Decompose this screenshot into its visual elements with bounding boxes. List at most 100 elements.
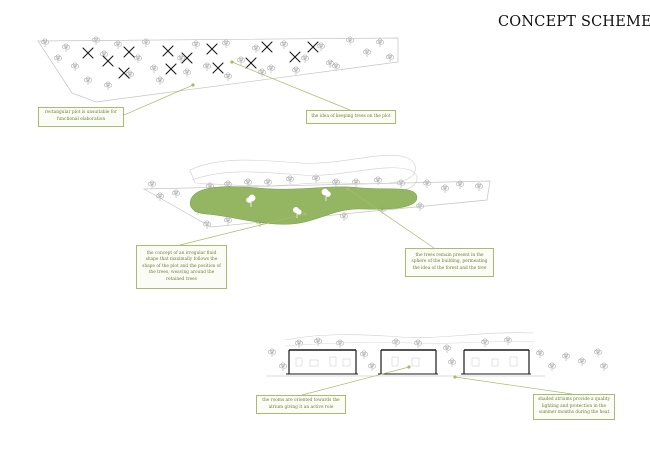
leader-lines [123, 60, 573, 396]
annotation-trees-remain: the trees remain present in the sphere o… [405, 248, 494, 277]
tree-icon [475, 182, 483, 191]
tree-icon [148, 180, 156, 189]
cross-icon [102, 55, 114, 67]
plot-2-trees [148, 174, 483, 229]
page-title: CONCEPT SCHEME [498, 14, 650, 30]
annotation-keeping-trees: the idea of keeping trees on the plot [306, 110, 396, 124]
annotation-text: shaded atriums provide a quality lightin… [538, 397, 610, 416]
cross-icon [118, 67, 130, 79]
annotation-rooms-oriented: the rooms are oriented towards the atriu… [256, 395, 346, 414]
tree-icon [222, 39, 230, 48]
tree-icon [295, 339, 303, 348]
tree-icon [92, 36, 100, 45]
plot-1-outline [37, 37, 399, 103]
tree-icon [536, 349, 544, 358]
annotation-fluid-shape: the concept of an irregular fluid shape … [136, 245, 227, 289]
tree-icon [548, 362, 556, 371]
tree-icon [150, 64, 158, 73]
tree-icon [244, 178, 252, 187]
tree-icon [332, 62, 340, 71]
tree-icon [104, 81, 112, 90]
tree-icon [134, 54, 142, 63]
tree-icon [84, 76, 92, 85]
tree-icon [41, 38, 49, 47]
tree-icon [368, 362, 376, 371]
tree-icon [594, 348, 602, 357]
tree-icon [62, 43, 70, 52]
tree-icon [258, 68, 266, 77]
plot-1-trees [41, 36, 394, 90]
annotation-text: the rooms are oriented towards the atriu… [262, 397, 340, 410]
tree-icon [414, 339, 422, 348]
tree-icon [336, 339, 344, 348]
section-roof-curve [284, 332, 534, 341]
tree-icon [114, 40, 122, 49]
annotation-rectangular-plot: rectangular plot is unsuitable for funct… [38, 107, 124, 127]
tree-icon [280, 40, 288, 49]
tree-icon [224, 72, 232, 81]
tree-icon [237, 56, 245, 65]
tree-icon [312, 174, 320, 183]
tree-icon [192, 40, 200, 49]
tree-icon [54, 54, 62, 63]
tree-icon [126, 70, 134, 79]
cross-icon [165, 63, 177, 75]
tree-icon [600, 362, 608, 371]
tree-icon [203, 62, 211, 71]
tree-icon [177, 54, 185, 63]
tree-icon [578, 357, 586, 366]
cross-icon [82, 47, 94, 59]
tree-icon [156, 76, 164, 85]
tree-icon [386, 53, 394, 62]
annotation-text: rectangular plot is unsuitable for funct… [44, 110, 118, 122]
retained-trees-in-shape [246, 188, 331, 218]
tree-icon [172, 189, 180, 198]
section-roof-curve-2 [284, 341, 536, 347]
cross-icon [212, 62, 224, 74]
annotation-text: the idea of keeping trees on the plot [311, 113, 391, 119]
tree-icon [268, 348, 276, 357]
section-drawing [266, 349, 545, 377]
tree-icon [71, 62, 79, 71]
cross-icon [123, 46, 135, 58]
tree-icon [252, 44, 260, 53]
tree-icon [423, 179, 431, 188]
fluid-shape [190, 186, 418, 225]
tree-icon [363, 48, 371, 57]
tree-icon [441, 184, 449, 193]
tree-icon [292, 66, 300, 75]
tree-icon [314, 337, 322, 346]
tree-icon [224, 216, 232, 225]
section-interior-details [295, 356, 518, 367]
tree-icon [448, 358, 456, 367]
tree-icon [279, 362, 287, 371]
tree-icon [317, 42, 325, 51]
cross-icon [261, 41, 273, 53]
building-outline-upper [189, 154, 416, 187]
building-outline-mid [191, 167, 418, 191]
tree-icon [267, 64, 275, 73]
tree-icon [443, 344, 451, 353]
tree-icon [504, 336, 512, 345]
tree-icon [562, 352, 570, 361]
tree-icon [376, 38, 384, 47]
tree-icon [301, 54, 309, 63]
tree-icon [352, 178, 360, 187]
removed-trees-crosses [82, 41, 319, 79]
tree-icon [326, 59, 334, 68]
tree-icon [286, 175, 294, 184]
cross-icon [245, 57, 257, 69]
annotation-shaded-atriums: shaded atriums provide a quality lightin… [533, 394, 615, 420]
tree-icon [392, 338, 400, 347]
tree-icon [481, 338, 489, 347]
tree-icon [183, 68, 191, 77]
tree-icon [360, 350, 368, 359]
cross-icon [289, 51, 301, 63]
annotation-text: the trees remain present in the sphere o… [411, 252, 488, 271]
cross-icon [162, 45, 174, 57]
annotation-text: the concept of an irregular fluid shape … [142, 250, 221, 282]
cross-icon [307, 41, 319, 53]
cross-icon [206, 43, 218, 55]
cross-icon [181, 52, 193, 64]
